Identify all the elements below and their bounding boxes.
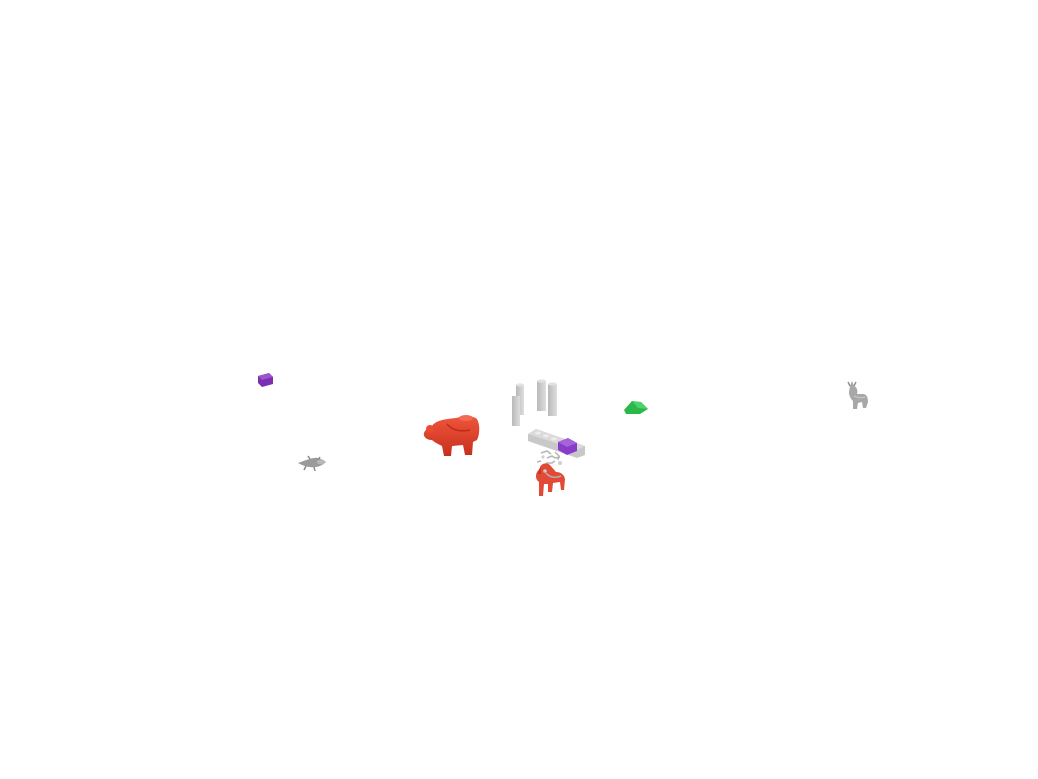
gray-lizard-figure (298, 455, 326, 472)
gray-small-parts-cluster (536, 450, 562, 465)
red-bear-figure (423, 415, 480, 456)
gray-pillar-bricks (512, 379, 557, 426)
red-horse-figure (535, 463, 565, 496)
green-wedge-brick (624, 401, 648, 414)
purple-brick-on-gray (558, 438, 577, 455)
gray-goat-figure (847, 381, 868, 409)
purple-brick-small (258, 373, 273, 387)
